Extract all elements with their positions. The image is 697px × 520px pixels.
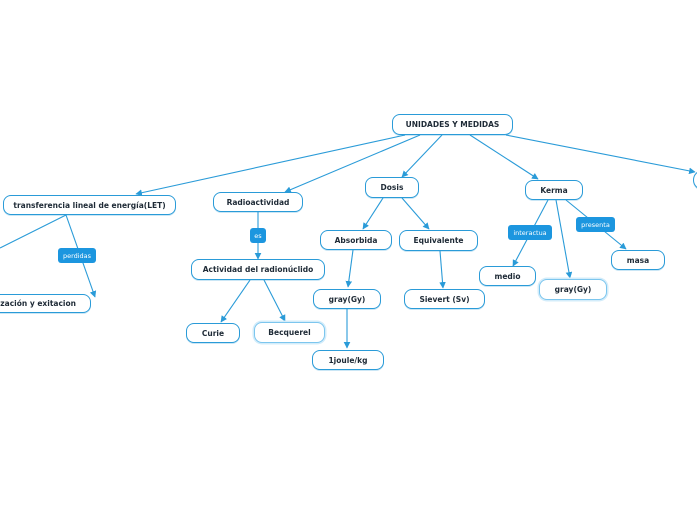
edge-actividad-curie <box>220 279 251 323</box>
node-radioactividad-label: Radioactividad <box>226 197 290 207</box>
node-absorbida[interactable]: Absorbida <box>320 230 392 250</box>
node-gray-kerma[interactable]: gray(Gy) <box>539 279 607 300</box>
edge-let-offscreen <box>0 214 67 249</box>
edge-dosis-absorbida <box>362 197 384 230</box>
node-curie-label: Curie <box>201 328 225 338</box>
node-ionizacion-label: ionización y exitacion <box>0 299 76 308</box>
node-gray-dosis-label: gray(Gy) <box>328 294 366 304</box>
node-joule-label: 1joule/kg <box>328 355 368 365</box>
node-radioactividad[interactable]: Radioactividad <box>213 192 303 212</box>
label-perdidas-text: perdidas <box>62 251 92 260</box>
node-becquerel[interactable]: Becquerel <box>254 322 325 343</box>
label-presenta-text: presenta <box>581 220 610 229</box>
node-root[interactable]: UNIDADES Y MEDIDAS <box>392 114 513 135</box>
node-let-label: transferencia lineal de energía(LET) <box>13 200 166 210</box>
node-masa-label: masa <box>626 255 650 265</box>
node-equivalente[interactable]: Equivalente <box>399 230 478 251</box>
edge-root-let <box>135 134 406 196</box>
node-kerma-label: Kerma <box>540 185 568 195</box>
label-perdidas: perdidas <box>58 248 96 263</box>
node-actividad-label: Actividad del radionúclido <box>202 265 314 274</box>
edge-root-radioactividad <box>284 134 421 193</box>
edge-equivalente-sievert <box>439 250 446 289</box>
node-absorbida-label: Absorbida <box>334 235 378 245</box>
edge-dosis-equivalente <box>401 197 430 230</box>
node-dosis[interactable]: Dosis <box>365 177 419 198</box>
node-curie[interactable]: Curie <box>186 323 240 343</box>
edge-kerma-gray <box>555 199 573 279</box>
edge-actividad-becquerel <box>263 279 286 322</box>
node-joule[interactable]: 1joule/kg <box>312 350 384 370</box>
node-becquerel-label: Becquerel <box>268 328 311 337</box>
edge-root-kerma <box>469 134 539 180</box>
label-es-text: es <box>254 231 262 240</box>
node-dosis-label: Dosis <box>380 183 404 192</box>
label-es: es <box>250 228 266 243</box>
label-interactua: interactua <box>508 225 552 240</box>
node-medio-label: medio <box>494 271 521 281</box>
node-root-label: UNIDADES Y MEDIDAS <box>405 120 500 129</box>
node-actividad[interactable]: Actividad del radionúclido <box>191 259 325 280</box>
node-sievert-label: Sievert (Sv) <box>419 294 470 304</box>
edge-absorbida-gray <box>345 249 354 288</box>
node-sievert[interactable]: Sievert (Sv) <box>404 289 485 309</box>
edge-root-dosis <box>401 134 443 178</box>
node-kerma[interactable]: Kerma <box>525 180 583 200</box>
label-presenta: presenta <box>576 217 615 232</box>
label-interactua-text: interactua <box>513 228 547 237</box>
node-equivalente-label: Equivalente <box>413 236 464 245</box>
node-masa[interactable]: masa <box>611 250 665 270</box>
node-let[interactable]: transferencia lineal de energía(LET) <box>3 195 176 215</box>
node-medio[interactable]: medio <box>479 266 536 286</box>
edge-root-offscreen <box>505 134 696 175</box>
node-ionizacion[interactable]: ionización y exitacion <box>0 294 91 313</box>
node-gray-kerma-label: gray(Gy) <box>554 285 592 294</box>
node-gray-dosis[interactable]: gray(Gy) <box>313 289 381 309</box>
